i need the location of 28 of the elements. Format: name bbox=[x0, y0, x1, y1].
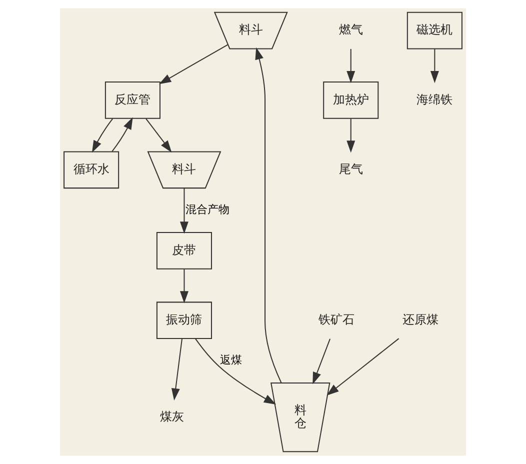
edge-label: 混合产物 bbox=[185, 203, 230, 216]
arrow bbox=[430, 48, 439, 84]
arrow bbox=[171, 338, 182, 401]
node-box: 循环水 bbox=[64, 151, 120, 189]
arrow bbox=[180, 188, 188, 234]
arrow bbox=[346, 48, 356, 84]
node-box: 磁选机 bbox=[406, 12, 462, 50]
node-text: 尾气 bbox=[338, 162, 363, 176]
node-text: 还原煤 bbox=[402, 312, 439, 326]
arrow bbox=[158, 44, 228, 84]
node-text: 铁矿石 bbox=[318, 312, 355, 326]
arrow bbox=[92, 118, 114, 153]
arrow bbox=[326, 338, 400, 396]
edge-label: 返煤 bbox=[220, 354, 242, 367]
arrow bbox=[194, 338, 276, 404]
node-text: 煤灰 bbox=[160, 409, 184, 424]
node-text: 燃气 bbox=[338, 22, 363, 37]
node-box: 加热炉 bbox=[323, 82, 379, 119]
arrow bbox=[112, 117, 133, 152]
arrow bbox=[346, 118, 356, 153]
arrow bbox=[146, 118, 172, 152]
node-text: 海绵铁 bbox=[416, 92, 453, 106]
arrow bbox=[255, 47, 282, 383]
node-box: 振动筛 bbox=[156, 302, 212, 340]
arrow bbox=[180, 269, 188, 304]
node-box: 皮带 bbox=[156, 232, 212, 270]
node-box: 反应管 bbox=[104, 82, 160, 119]
arrow bbox=[312, 338, 331, 384]
